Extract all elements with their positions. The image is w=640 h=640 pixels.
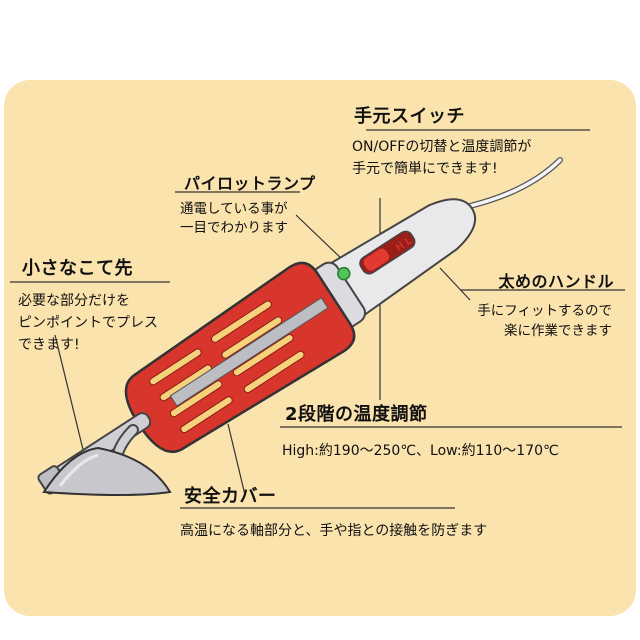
switch-title: 手元スイッチ (354, 106, 465, 127)
switch-knob (363, 248, 390, 271)
tip-desc-1: 必要な部分だけを (18, 293, 130, 309)
switch-desc-1: ON/OFFの切替と温度調節が (352, 139, 532, 155)
tip-title: 小さなこて先 (22, 258, 133, 279)
lamp-title: パイロットランプ (184, 174, 316, 193)
switch-mark-low: L (403, 235, 414, 247)
switch-desc-2: 手元で簡単にできます! (352, 161, 498, 177)
temp-title: 2段階の温度調節 (285, 404, 428, 425)
iron-tip (42, 446, 172, 496)
handle-title: 太めのハンドル (498, 272, 614, 291)
temp-desc: High:約190〜250℃、Low:約110〜170℃ (282, 443, 559, 459)
tip-desc-2: ピンポイントでプレス (18, 315, 158, 331)
cover-title: 安全カバー (184, 486, 277, 507)
lamp-desc-2: 一目でわかります (180, 220, 288, 236)
lamp-desc-1: 通電している事が (180, 201, 288, 217)
pilot-lamp (337, 266, 351, 281)
handle-desc-1: 手にフィットするので (477, 303, 612, 319)
tip-desc-3: できます! (18, 337, 80, 353)
cover-desc: 高温になる軸部分と、手や指との接触を防ぎます (180, 523, 488, 539)
handle-desc-2: 楽に作業できます (504, 323, 612, 339)
leader-lines (10, 129, 625, 509)
